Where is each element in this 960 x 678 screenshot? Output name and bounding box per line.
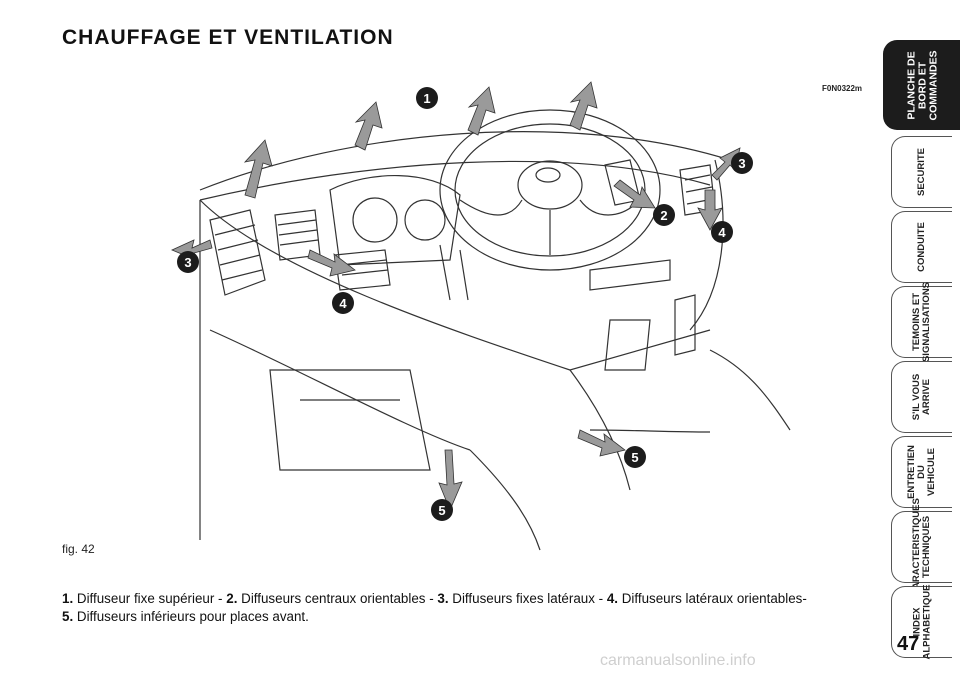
callout-5-left: 5	[431, 499, 453, 521]
tab-label: TEMOINS ET SIGNALISATIONS	[911, 281, 932, 363]
tab-label: ENTRETIEN DU VEHICULE	[906, 445, 937, 499]
tab-label: PLANCHE DE BORD ET COMMANDES	[905, 50, 939, 120]
callout-4-right-label: 4	[718, 225, 726, 240]
tab-label: SECURITE	[915, 147, 927, 197]
caption-text-4: Diffuseurs latéraux orientables-	[618, 591, 807, 606]
callout-5-right: 5	[624, 446, 646, 468]
figure-code: F0N0322m	[822, 84, 863, 93]
caption-text-1: Diffuseur fixe supérieur -	[73, 591, 227, 606]
tab-index[interactable]: INDEX ALPHABETIQUE	[891, 585, 952, 659]
callout-3-right-label: 3	[738, 156, 745, 171]
callout-3-left-label: 3	[184, 255, 191, 270]
caption-num-3: 3.	[437, 591, 449, 606]
figure-caption: 1. Diffuseur fixe supérieur - 2. Diffuse…	[62, 590, 872, 626]
dashboard-illustration: 1 2 3 3 4 4 5 5	[150, 70, 880, 560]
caption-num-2: 2.	[226, 591, 238, 606]
callout-1-label: 1	[423, 91, 430, 106]
dashboard-drawing: 1 2 3 3 4 4 5 5	[170, 81, 791, 551]
callout-1: 1	[416, 87, 438, 109]
caption-text-5: Diffuseurs inférieurs pour places avant.	[73, 609, 309, 624]
tab-entretien[interactable]: ENTRETIEN DU VEHICULE	[891, 436, 952, 508]
callout-4-right: 4	[711, 221, 733, 243]
callout-4-left-label: 4	[339, 296, 347, 311]
chapter-tabs: PLANCHE DE BORD ET COMMANDES SECURITE CO…	[883, 40, 960, 659]
callout-3-left: 3	[177, 251, 199, 273]
callout-5-right-label: 5	[631, 450, 638, 465]
caption-text-3: Diffuseurs fixes latéraux -	[448, 591, 607, 606]
callout-4-left: 4	[332, 292, 354, 314]
figure-label: fig. 42	[62, 542, 95, 556]
caption-text-2: Diffuseurs centraux orientables -	[237, 591, 438, 606]
callout-3-right: 3	[731, 152, 753, 174]
caption-num-1: 1.	[62, 591, 74, 606]
tab-sil-vous-arrive[interactable]: S'IL VOUS ARRIVE	[891, 361, 952, 433]
tab-temoins[interactable]: TEMOINS ET SIGNALISATIONS	[891, 282, 952, 362]
caption-num-5: 5.	[62, 609, 74, 624]
tab-conduite[interactable]: CONDUITE	[891, 211, 952, 283]
tab-planche-de-bord[interactable]: PLANCHE DE BORD ET COMMANDES	[883, 40, 960, 130]
tab-securite[interactable]: SECURITE	[891, 136, 952, 208]
callout-2-label: 2	[660, 208, 667, 223]
tab-label: CARACTERISTIQUES TECHNIQUES	[911, 498, 932, 596]
watermark: carmanualsonline.info	[600, 652, 756, 669]
tab-label: CONDUITE	[916, 222, 927, 272]
page-number: 47	[897, 633, 920, 655]
page-title: CHAUFFAGE ET VENTILATION	[62, 26, 394, 49]
callout-5-left-label: 5	[438, 503, 445, 518]
caption-num-4: 4.	[606, 591, 619, 606]
tab-label: S'IL VOUS ARRIVE	[911, 373, 932, 421]
tab-caracteristiques[interactable]: CARACTERISTIQUES TECHNIQUES	[891, 498, 952, 596]
callout-2: 2	[653, 204, 675, 226]
